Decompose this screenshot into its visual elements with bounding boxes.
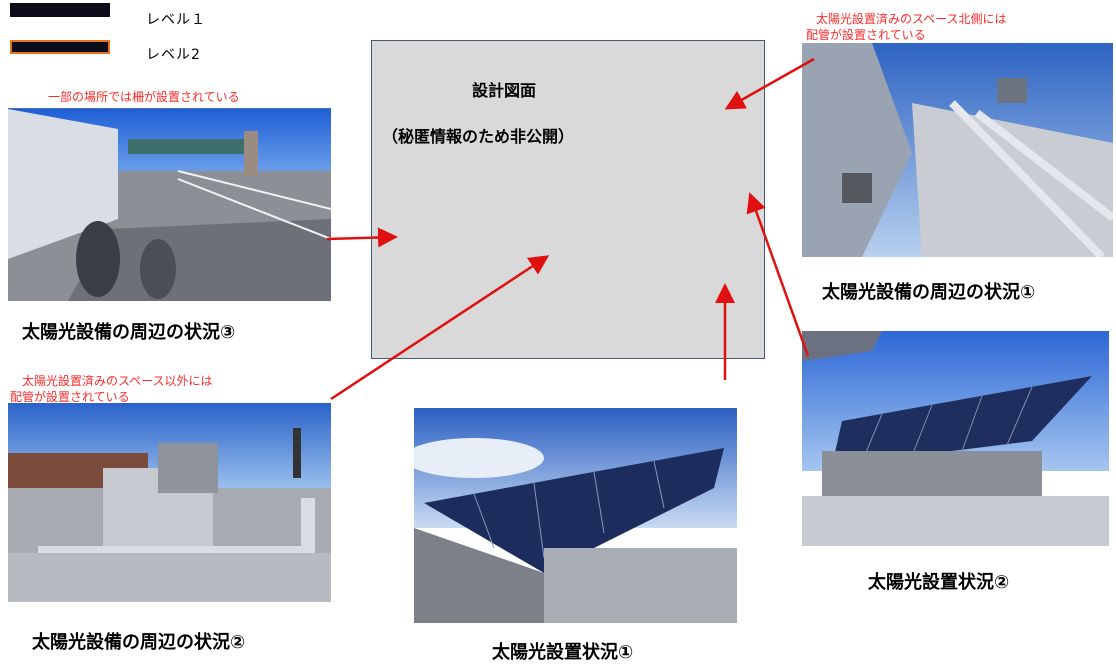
caption-surroundings-3: 太陽光設備の周辺の状況③ [22, 322, 236, 343]
north-piping-note-line2: 配管が設置されている [806, 28, 926, 42]
north-piping-note-line1: 太陽光設置済みのスペース北側には [816, 12, 1007, 26]
photo-surroundings-1 [802, 43, 1113, 257]
legend-level1-label: レベル１ [146, 12, 206, 28]
photo-surroundings-3 [8, 108, 331, 301]
design-drawing-panel: 設計図面 （秘匿情報のため非公開） [371, 40, 765, 359]
photo-surroundings-2 [8, 403, 331, 602]
photo-install-1 [414, 408, 737, 623]
drawing-title: 設計図面 [472, 81, 537, 100]
photo-install-2 [802, 331, 1109, 546]
drawing-confidential-note: （秘匿情報のため非公開） [382, 127, 575, 146]
caption-install-1: 太陽光設置状況① [492, 642, 634, 663]
legend-level2-swatch [10, 40, 110, 54]
other-piping-note-line2: 配管が設置されている [10, 390, 130, 404]
caption-surroundings-1: 太陽光設備の周辺の状況① [822, 282, 1036, 303]
caption-install-2: 太陽光設置状況② [868, 572, 1010, 593]
caption-surroundings-2: 太陽光設備の周辺の状況② [32, 632, 246, 653]
legend-level1-swatch [10, 3, 110, 17]
other-piping-note-line1: 太陽光設置済みのスペース以外には [22, 374, 213, 388]
fence-note: 一部の場所では柵が設置されている [48, 90, 240, 104]
legend-level2-label: レベル2 [146, 47, 201, 63]
